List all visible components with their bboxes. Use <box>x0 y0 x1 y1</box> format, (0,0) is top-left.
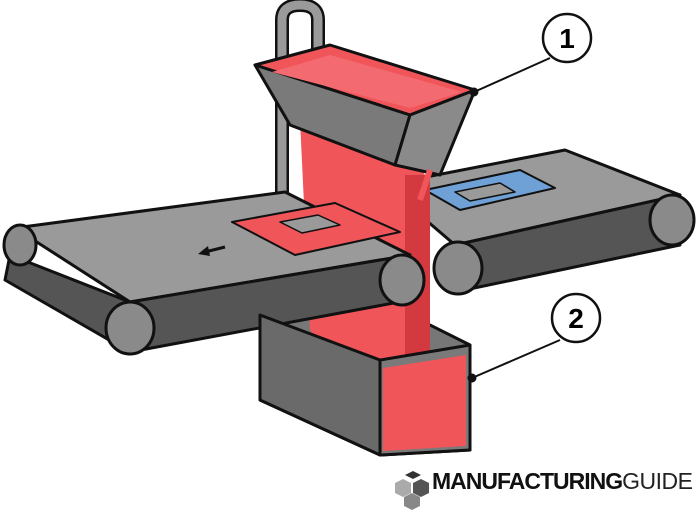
logo-text-light: GUIDE <box>622 468 693 494</box>
callout-1-circle <box>541 12 593 64</box>
hopper <box>253 43 477 177</box>
arrow-left-icon <box>198 245 226 256</box>
callout-2: 2 <box>568 303 584 334</box>
logo-cubes-icon <box>395 471 429 510</box>
callout-2-circle <box>550 292 602 344</box>
right-conveyor <box>383 148 696 296</box>
tank-molten <box>383 355 466 451</box>
left-conveyor <box>2 190 426 356</box>
manufacturing-guide-logo: MANUFACTURING GUIDE <box>388 468 693 495</box>
logo-text-bold: MANUFACTURING <box>432 468 623 494</box>
callout-1: 1 <box>559 23 575 54</box>
